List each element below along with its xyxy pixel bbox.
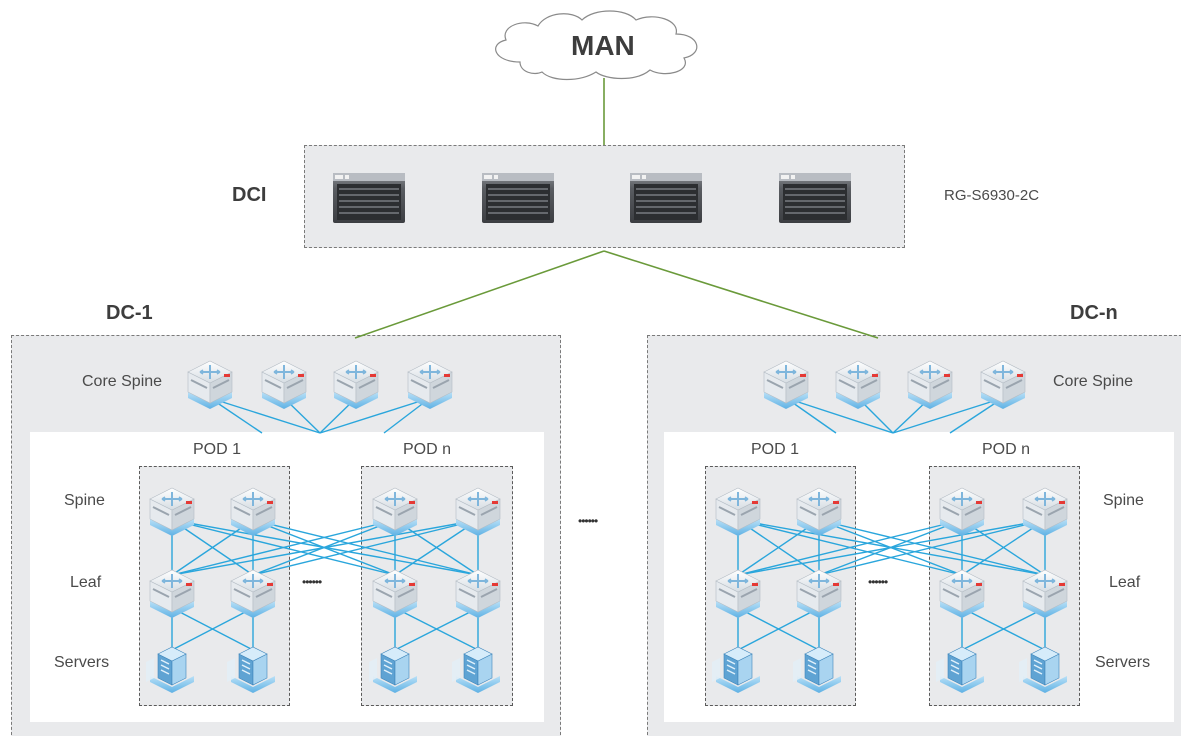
uplink-lines: [354, 78, 879, 339]
dci-devices: [332, 172, 852, 224]
dcn-servers-label: Servers: [1095, 654, 1151, 671]
dc1-pod-separator: ••••••: [302, 575, 322, 589]
dcn-server-devices: [711, 646, 1068, 694]
dc1-podn-label: POD n: [403, 441, 452, 458]
dcn-label: DC-n: [1070, 302, 1118, 324]
dc1-server-devices: [145, 646, 501, 694]
dcn-core-spine-label: Core Spine: [1053, 373, 1134, 390]
dci-model-label: RG-S6930-2C: [944, 187, 1040, 204]
dc-separator: ••••••: [578, 514, 598, 528]
dc1-spine-devices: [149, 487, 501, 537]
dc1-core-spine-label: Core Spine: [82, 373, 163, 390]
dc1-leaf-label: Leaf: [70, 574, 102, 591]
dcn-spine-label: Spine: [1103, 492, 1144, 509]
dcn-leaf-devices: [715, 569, 1068, 619]
dcn-leaf-label: Leaf: [1109, 574, 1141, 591]
dc1-leaf-devices: [149, 569, 501, 619]
dc1-servers-label: Servers: [54, 654, 110, 671]
dc1-pod1-label: POD 1: [193, 441, 242, 458]
man-label: MAN: [571, 30, 635, 61]
dc1-label: DC-1: [106, 302, 153, 324]
dcn-pod1-label: POD 1: [751, 441, 800, 458]
fabric-lines: [171, 397, 1046, 651]
dcn-podn-label: POD n: [982, 441, 1031, 458]
dc1-core-spine-devices: [187, 360, 453, 410]
dci-label: DCI: [232, 184, 267, 206]
dc1-spine-label: Spine: [64, 492, 105, 509]
dcn-pod-separator: ••••••: [868, 575, 888, 589]
dcn-spine-devices: [715, 487, 1068, 537]
man-cloud-icon: [495, 10, 698, 81]
dcn-core-spine-devices: [763, 360, 1026, 410]
